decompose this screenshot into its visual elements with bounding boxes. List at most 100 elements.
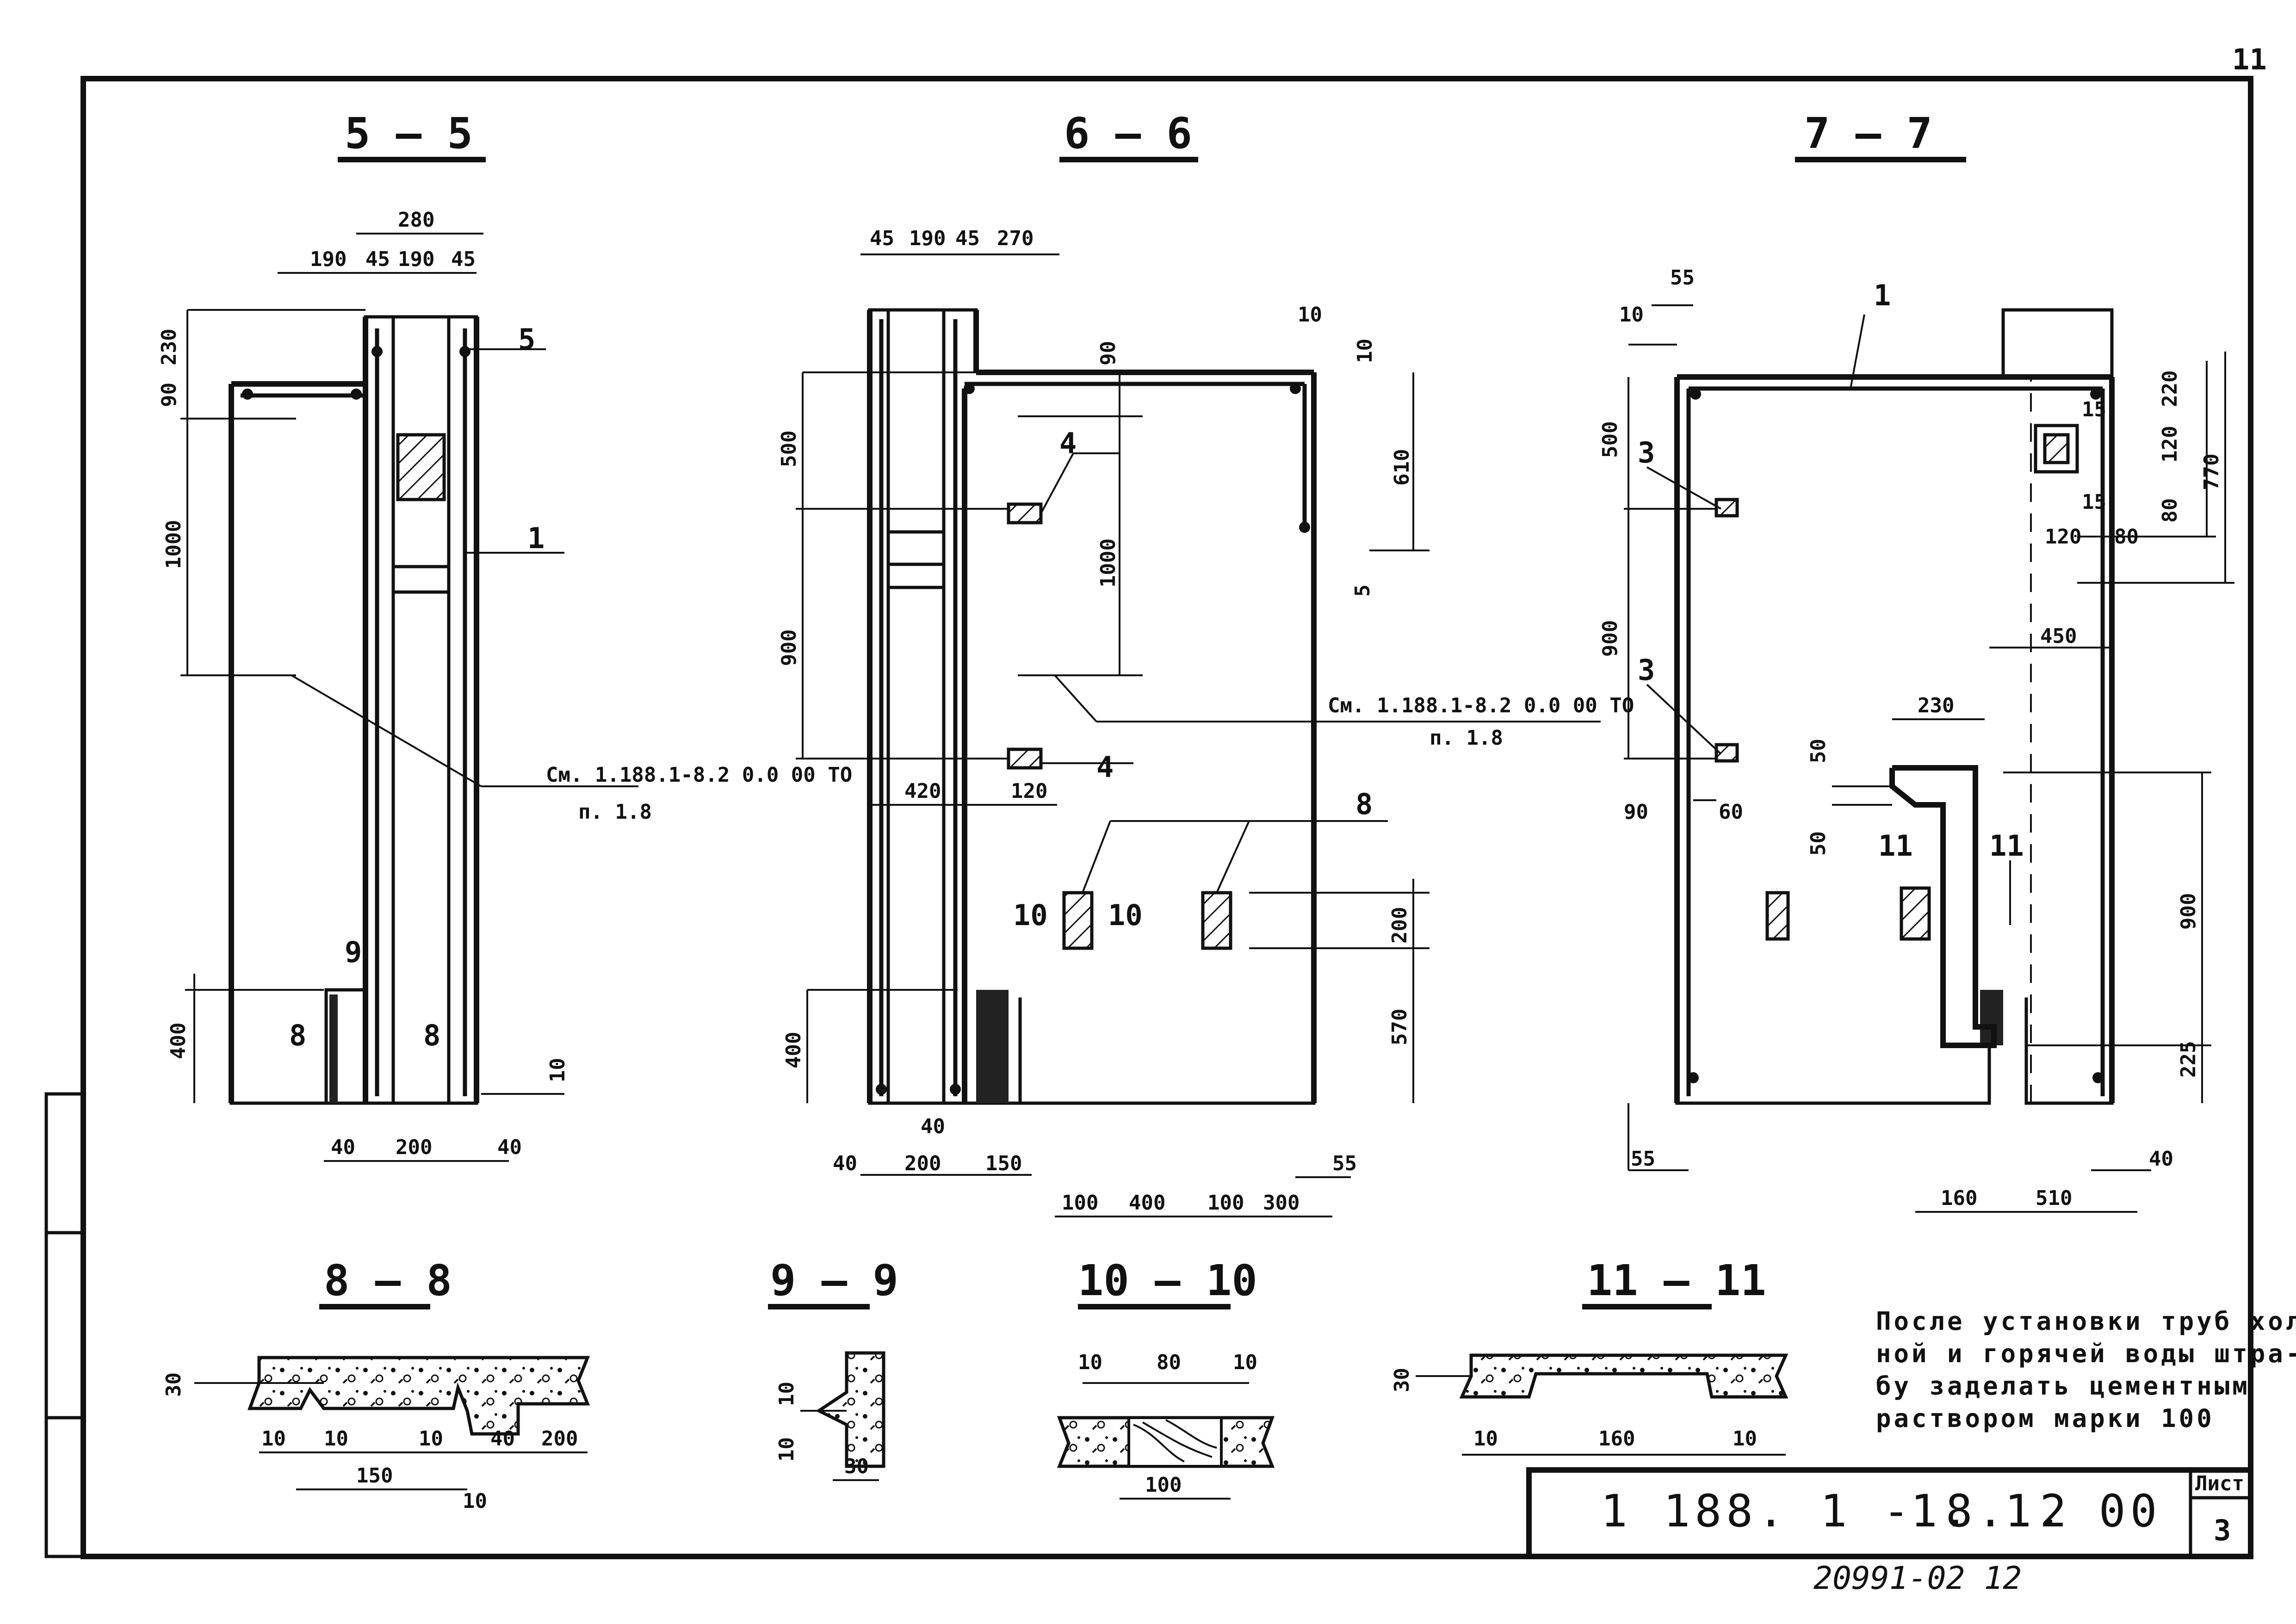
ref-line1: См. 1.188.1-8.2 0.0 00 ТО [1328,694,1634,717]
mark-11-right: 11 [1989,829,2024,863]
dim: 10 [1733,1427,1757,1451]
dim: 15 [2082,490,2106,514]
section-title-9-9: 9 — 9 [770,1256,898,1305]
dim: 570 [1388,1009,1411,1045]
dim: 400 [167,1023,190,1059]
dim: 30 [1390,1368,1414,1392]
dim: 10 [1233,1351,1257,1374]
section-title-5-5: 5 — 5 [345,109,473,158]
dim: 45 [955,227,980,250]
section-5-5 [180,157,638,1162]
ref-line2: п. 1.8 [1430,726,1503,750]
ref-line1: См. 1.188.1-8.2 0.0 00 ТО [546,763,852,787]
mark-5: 5 [518,322,535,356]
note-line-1: После установки труб холод- [1876,1307,2296,1336]
page-number: 11 [2232,43,2267,76]
dim: 80 [2158,498,2182,523]
dim: 10 [775,1437,798,1462]
dim: 90 [157,383,181,407]
dim: 10 [419,1427,443,1451]
section-9-9 [768,1304,885,1481]
mark-3-top: 3 [1638,436,1655,469]
dim: 30 [844,1455,869,1478]
dim: 400 [1129,1191,1165,1215]
dim: 40 [497,1136,522,1159]
dim: 120 [1011,779,1047,803]
dim: 90 [1624,800,1648,824]
dim: 500 [1598,421,1622,458]
dim: 10 [775,1382,798,1406]
section-8-8 [194,1304,590,1490]
dim: 160 [1598,1427,1635,1451]
dim: 230 [157,329,181,365]
dim: 55 [1670,266,1695,290]
dim: 40 [331,1136,355,1159]
dim: 55 [1631,1147,1655,1171]
dim: 10 [463,1489,487,1513]
dim: 200 [396,1136,432,1159]
section-11-11 [1416,1304,1789,1456]
dim: 770 [2200,454,2223,490]
dim: 150 [356,1464,393,1488]
section-title-6-6: 6 — 6 [1064,109,1192,158]
mark-11-left: 11 [1878,829,1913,863]
section-title-8-8: 8 — 8 [324,1256,452,1305]
ref-line2: п. 1.8 [578,800,652,824]
mark-10-right: 10 [1108,898,1143,932]
dim: 40 [921,1115,945,1138]
dim: 280 [398,208,434,232]
dim: 45 [870,227,894,250]
dim: 100 [1207,1191,1244,1215]
dim: 45 [451,247,476,271]
dim: 55 [1332,1152,1357,1175]
document-subcode: 1. 1. 00 [1911,1485,2161,1537]
document-code: 1 188. 1 - 8. 2 [1601,1485,2071,1537]
mark-4-top: 4 [1059,426,1077,460]
dim: 420 [904,779,941,803]
dim: 120 [2158,426,2182,463]
sheet-label: Лист [2195,1472,2244,1495]
dim: 90 [1096,341,1120,365]
dim: 400 [782,1032,805,1068]
section-title-7-7: 7 — 7 [1804,109,1932,158]
dim: 120 [2045,525,2081,549]
dim: 15 [2082,398,2106,421]
dim: 270 [997,227,1034,250]
dim: 10 [546,1058,569,1082]
dim: 200 [541,1427,578,1451]
dim: 30 [162,1372,186,1397]
section-title-10-10: 10 — 10 [1078,1256,1257,1305]
dim: 10 [324,1427,348,1451]
dim: 40 [833,1152,857,1175]
mark-3-bottom: 3 [1638,653,1655,687]
dim: 10 [1353,339,1377,363]
dim: 100 [1062,1191,1098,1215]
dim: 190 [310,247,347,271]
dim: 100 [1145,1473,1182,1497]
dim: 610 [1390,449,1414,486]
note-line-3: бу заделать цементным [1876,1371,2250,1401]
dim: 50 [1807,739,1830,763]
dim: 160 [1941,1186,1977,1210]
sheet-number: 3 [2214,1513,2231,1547]
inventory-number: 20991-02 12 [1813,1560,2022,1597]
dim: 45 [365,247,390,271]
dim: 225 [2177,1041,2200,1078]
dim: 10 [1473,1427,1498,1451]
section-6-6 [796,157,1601,1217]
section-10-10 [1057,1304,1275,1500]
dim: 220 [2158,370,2182,407]
mark-9: 9 [345,935,362,969]
note-line-2: ной и горячей воды штра- [1876,1339,2296,1368]
mark-10-left: 10 [1013,898,1048,932]
dim: 190 [398,247,434,271]
dim: 900 [777,630,801,666]
mark-8: 8 [1355,787,1373,821]
dim: 10 [261,1427,286,1451]
note-line-4: раствором марки 100 [1876,1404,2215,1433]
dim: 190 [909,227,946,250]
dim: 900 [2177,893,2200,930]
dim: 40 [2149,1147,2173,1171]
dim: 900 [1598,620,1622,657]
dim: 230 [1918,694,1954,717]
